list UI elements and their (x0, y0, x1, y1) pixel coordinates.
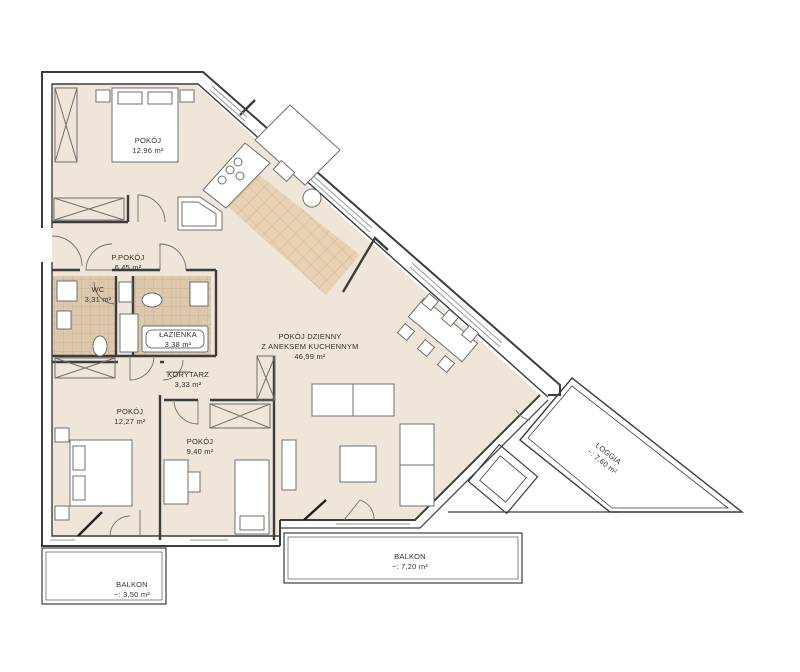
room-area: 6,45 m² (114, 263, 142, 272)
room-label-pokoj-2: POKÓJ 12,27 m² (100, 407, 160, 427)
room-area: 12,96 m² (132, 146, 164, 155)
room-name: POKÓJ (134, 136, 162, 145)
room-label-balkon-1: BALKON ~: 7,20 m² (380, 552, 440, 572)
dining-set (396, 292, 480, 374)
desks (163, 459, 201, 505)
room-name: ŁAZIENKA (159, 330, 197, 339)
room-label-wc: WC 3,31 m² (68, 285, 128, 305)
room-label-balkon-2: BALKON ~: 3,50 m² (102, 580, 162, 600)
room-area: 3,33 m² (174, 380, 202, 389)
room-label-korytarz: KORYTARZ 3,33 m² (158, 370, 218, 390)
room-name: KORYTARZ (167, 370, 209, 379)
loggia (448, 377, 745, 515)
room-name: POKÓJ (186, 437, 214, 446)
balcony-doors (77, 499, 327, 537)
room-label-lazienka: ŁAZIENKA 3,38 m² (148, 330, 208, 350)
beds (54, 87, 270, 535)
room-area: 46,99 m² (294, 352, 326, 361)
windows (50, 85, 503, 541)
room-name: WC (91, 285, 105, 294)
room-name: POKÓJ DZIENNY (278, 332, 342, 341)
room-label-ppokoj: P.POKÓJ 6,45 m² (98, 253, 158, 273)
room-area: ~: 7,20 m² (392, 562, 428, 571)
living-furniture (281, 383, 435, 507)
room-area: 3,31 m² (84, 295, 112, 304)
room-label-pokoj-3: POKÓJ 9,40 m² (170, 437, 230, 457)
room-name: BALKON (116, 580, 148, 589)
room-area: 3,38 m² (164, 340, 192, 349)
room-name: POKÓJ (116, 407, 144, 416)
balconies (41, 532, 523, 605)
kitchen-tiles (226, 170, 360, 295)
room-area: 9,40 m² (186, 447, 214, 456)
room-name-2: Z ANEKSEM KUCHENNYM (261, 342, 359, 351)
wardrobes (53, 87, 276, 429)
kitchen-units (177, 104, 341, 231)
room-label-dzienny: POKÓJ DZIENNY Z ANEKSEM KUCHENNYM 46,99 … (248, 332, 372, 362)
room-area: ~: 3,50 m² (114, 590, 150, 599)
doors (51, 194, 531, 537)
room-name: P.POKÓJ (111, 253, 145, 262)
room-name: BALKON (394, 552, 426, 561)
room-area: 12,27 m² (114, 417, 146, 426)
bathroom-fixtures (56, 280, 209, 357)
room-label-pokoj-1: POKÓJ 12,96 m² (118, 136, 178, 156)
